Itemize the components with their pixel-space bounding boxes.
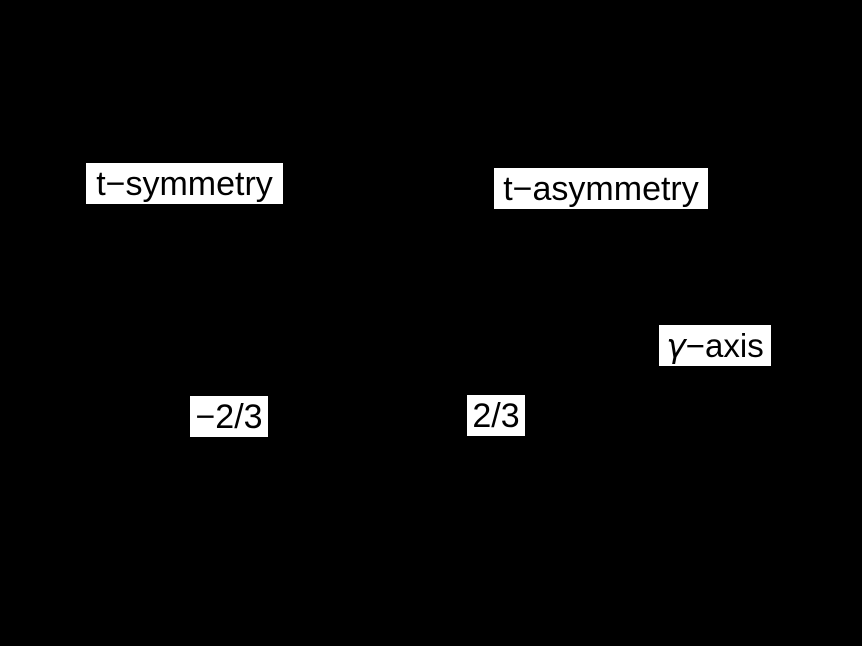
axis-tick-label-negative-two-thirds-text: −2/3	[195, 397, 263, 436]
annotation-gamma-axis: γ−axis	[659, 325, 771, 366]
annotation-t-symmetry-text: t−symmetry	[96, 164, 273, 203]
axis-tick-label-positive-two-thirds: 2/3	[467, 395, 525, 436]
gamma-symbol: γ	[666, 326, 686, 365]
annotation-t-symmetry: t−symmetry	[86, 163, 283, 204]
annotation-t-asymmetry-text: t−asymmetry	[503, 169, 699, 208]
annotation-gamma-axis-suffix: −axis	[685, 327, 764, 364]
axis-tick-label-positive-two-thirds-text: 2/3	[472, 396, 520, 435]
annotation-t-asymmetry: t−asymmetry	[494, 168, 708, 209]
axis-tick-label-negative-two-thirds: −2/3	[190, 396, 268, 437]
